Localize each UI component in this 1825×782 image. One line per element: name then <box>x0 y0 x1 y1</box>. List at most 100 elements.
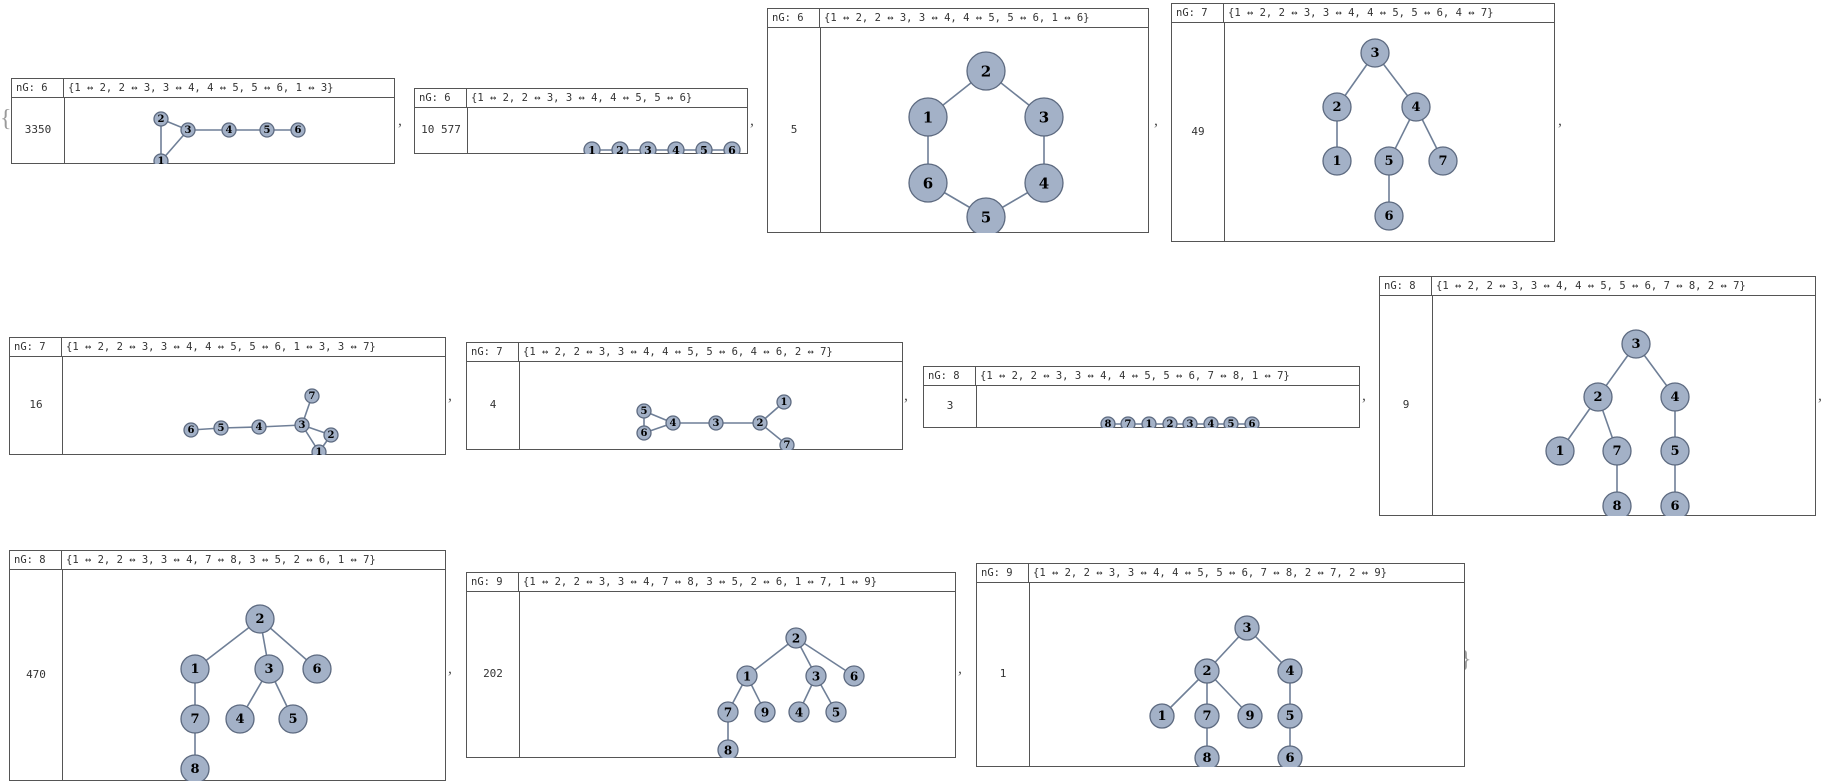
node-3: 3 <box>1024 97 1064 137</box>
node-4: 4 <box>1203 416 1219 428</box>
node-circle <box>153 111 169 127</box>
node-6: 6 <box>1660 491 1690 516</box>
cell-divider <box>1432 295 1433 515</box>
node-8: 8 <box>180 754 210 781</box>
node-label: 6 <box>188 425 195 436</box>
node-circle <box>1277 703 1303 729</box>
node-1: 1 <box>908 97 948 137</box>
node-2: 2 <box>966 51 1006 91</box>
node-2: 2 <box>785 627 807 649</box>
node-count-label: nG: 7 <box>10 338 62 356</box>
graph-header: nG: 9 {1 ↔ 2, 2 ↔ 3, 3 ↔ 4, 4 ↔ 5, 5 ↔ 6… <box>977 564 1464 583</box>
node-4: 4 <box>665 415 681 431</box>
cell-divider <box>976 385 977 427</box>
node-5: 5 <box>1374 146 1404 176</box>
node-count-label: nG: 6 <box>415 89 467 107</box>
graph-count: 3350 <box>24 123 52 136</box>
edge-list-text: {1 ↔ 2, 2 ↔ 3, 3 ↔ 4, 4 ↔ 5, 5 ↔ 6, 4 ↔ … <box>523 346 833 358</box>
cell-divider <box>820 27 821 232</box>
node-label: 5 <box>288 712 297 727</box>
node-1: 1 <box>583 141 601 154</box>
node-label: 1 <box>781 397 788 408</box>
node-label: 4 <box>795 706 803 720</box>
edge-list-text: {1 ↔ 2, 2 ↔ 3, 3 ↔ 4, 7 ↔ 8, 3 ↔ 5, 2 ↔ … <box>66 554 376 566</box>
node-1: 1 <box>1149 703 1175 729</box>
node-8: 8 <box>1194 745 1220 767</box>
node-7: 7 <box>1120 416 1136 428</box>
node-circle <box>636 425 652 441</box>
open-brace: { <box>0 106 12 132</box>
node-circle <box>736 665 758 687</box>
node-circle <box>717 739 739 758</box>
node-circle <box>843 665 865 687</box>
node-circle <box>1621 329 1651 359</box>
node-circle <box>180 704 210 734</box>
node-label: 4 <box>670 418 677 429</box>
node-7: 7 <box>1194 703 1220 729</box>
graph-header: nG: 8 {1 ↔ 2, 2 ↔ 3, 3 ↔ 4, 7 ↔ 8, 3 ↔ 5… <box>10 551 445 570</box>
graph-cell: nG: 6 {1 ↔ 2, 2 ↔ 3, 3 ↔ 4, 4 ↔ 5, 5 ↔ 6… <box>414 88 748 154</box>
graph-header: nG: 6 {1 ↔ 2, 2 ↔ 3, 3 ↔ 4, 4 ↔ 5, 5 ↔ 6… <box>415 89 747 108</box>
node-label: 4 <box>1285 664 1294 679</box>
separator-comma: , <box>1154 112 1158 129</box>
edge-list-text: {1 ↔ 2, 2 ↔ 3, 3 ↔ 4, 4 ↔ 5, 5 ↔ 6, 7 ↔ … <box>1033 567 1388 579</box>
node-label: 6 <box>312 662 321 677</box>
node-circle <box>1401 92 1431 122</box>
separator-comma: , <box>448 660 452 677</box>
node-2: 2 <box>752 415 768 431</box>
node-count-label: nG: 9 <box>467 573 519 591</box>
node-label: 2 <box>1167 419 1174 428</box>
node-1: 1 <box>736 665 758 687</box>
node-circle <box>1428 146 1458 176</box>
node-4: 4 <box>1401 92 1431 122</box>
node-label: 7 <box>309 391 316 402</box>
node-label: 4 <box>1208 419 1215 428</box>
node-label: 6 <box>295 125 302 136</box>
node-circle <box>776 394 792 410</box>
node-label: 6 <box>641 428 648 439</box>
node-label: 3 <box>185 125 192 136</box>
node-label: 1 <box>316 447 323 455</box>
node-circle <box>779 437 795 450</box>
node-circle <box>717 701 739 723</box>
graph-count: 4 <box>489 398 497 411</box>
node-6: 6 <box>636 425 652 441</box>
graph-header: nG: 7 {1 ↔ 2, 2 ↔ 3, 3 ↔ 4, 4 ↔ 5, 5 ↔ 6… <box>10 338 445 357</box>
cell-divider <box>519 361 520 449</box>
node-5: 5 <box>636 403 652 419</box>
graph-header: nG: 8 {1 ↔ 2, 2 ↔ 3, 3 ↔ 4, 4 ↔ 5, 5 ↔ 6… <box>924 367 1359 386</box>
node-circle <box>183 422 199 438</box>
node-5: 5 <box>213 420 229 436</box>
node-2: 2 <box>1162 416 1178 428</box>
graph-count: 16 <box>29 398 43 411</box>
node-6: 6 <box>290 122 306 138</box>
node-3: 3 <box>254 654 284 684</box>
node-2: 2 <box>1322 92 1352 122</box>
node-circle <box>754 701 776 723</box>
separator-comma: , <box>448 387 452 404</box>
node-label: 2 <box>616 144 624 154</box>
node-2: 2 <box>611 141 629 154</box>
node-4: 4 <box>1277 658 1303 684</box>
node-1: 1 <box>153 153 169 164</box>
node-circle <box>723 141 741 154</box>
node-7: 7 <box>180 704 210 734</box>
node-circle <box>1024 163 1064 203</box>
node-label: 6 <box>923 175 933 193</box>
node-label: 6 <box>1249 419 1256 428</box>
node-label: 5 <box>700 144 708 154</box>
node-1: 1 <box>776 394 792 410</box>
node-2: 2 <box>245 604 275 634</box>
node-label: 3 <box>1187 419 1194 428</box>
node-circle <box>667 141 685 154</box>
node-circle <box>1374 146 1404 176</box>
node-count-label: nG: 8 <box>1380 277 1432 295</box>
separator-comma: , <box>904 387 908 404</box>
node-4: 4 <box>225 704 255 734</box>
node-label: 3 <box>1631 337 1640 352</box>
